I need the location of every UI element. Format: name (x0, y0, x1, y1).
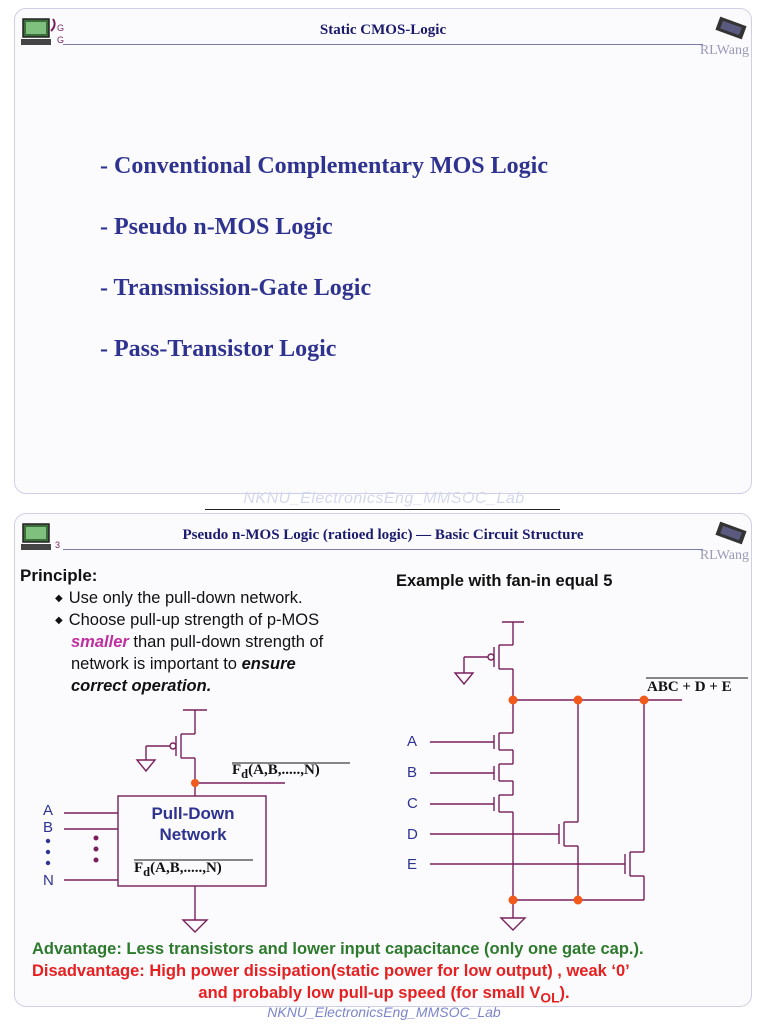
principle-item-2-text: Choose pull-up strength of p-MOS (68, 611, 320, 629)
slide2-footer: NKNU_ElectronicsEng_MMSOC_Lab (267, 1004, 501, 1020)
fd-args: (A,B,.....,N) (150, 860, 222, 876)
fd-args: (A,B,.....,N) (248, 762, 320, 778)
disadvantage-line2-b: ). (559, 984, 570, 1002)
principle-item-2-line3: network is important to ensure (71, 655, 296, 674)
fd-sub: d (143, 865, 151, 879)
slide-title: Pseudo n-MOS Logic (ratioed logic) — Bas… (182, 527, 584, 543)
principle-item-2-line4: correct operation. (71, 677, 212, 695)
example-heading: Example with fan-in equal 5 (396, 572, 613, 590)
chip-logo-icon (711, 520, 751, 555)
fd-sub: d (241, 767, 249, 781)
title-bar: Pseudo n-MOS Logic (ratioed logic) — Bas… (63, 527, 703, 550)
pdn-label: Pull-Down Network (118, 803, 268, 845)
diamond-bullet-icon: ◆ (55, 593, 63, 604)
slide-1: G G Static CMOS-Logic RLWang (14, 8, 752, 494)
pdn-input-a: A (43, 802, 54, 819)
bullet-pseudo-nmos: - Pseudo n-MOS Logic (100, 214, 333, 240)
slide-title: Static CMOS-Logic (319, 22, 447, 38)
computer-logo-icon: G G (21, 17, 73, 56)
disadvantage-line2-a: and probably low pull-up speed (for smal… (198, 984, 541, 1002)
example-input-d: D (407, 826, 418, 843)
pdn-label-line2: Network (159, 825, 227, 844)
slide-2: 3 Pseudo n-MOS Logic (ratioed logic) — B… (14, 513, 752, 1007)
emphasis-ensure: ensure (241, 655, 296, 673)
disadvantage-text: Disadvantage: High power dissipation(sta… (32, 962, 630, 980)
principle-line2-rest: than pull-down strength of (128, 633, 324, 651)
computer-logo-icon: 3 (21, 522, 73, 561)
svg-text:3: 3 (55, 540, 60, 550)
output-fd-label: Fd(A,B,.....,N) (232, 762, 320, 782)
author-watermark: RLWang (699, 43, 749, 58)
svg-text:G: G (57, 35, 64, 45)
bullet-transmission-gate: - Transmission-Gate Logic (100, 275, 372, 301)
principle-item-2: ◆ Choose pull-up strength of p-MOS (55, 611, 319, 630)
slide1-footer: NKNU_ElectronicsEng_MMSOC_Lab (243, 490, 525, 507)
disadvantage-text-line2: and probably low pull-up speed (for smal… (0, 984, 768, 1005)
pdn-input-b: B (43, 819, 54, 836)
example-input-e: E (407, 856, 418, 873)
title-bar: Static CMOS-Logic (63, 22, 703, 45)
emphasis-smaller: smaller (71, 633, 129, 651)
bullet-conventional-cmos: - Conventional Complementary MOS Logic (100, 153, 548, 179)
bullet-pass-transistor: - Pass-Transistor Logic (100, 336, 337, 362)
fd-letter: F (232, 762, 242, 778)
principle-item-2-line2: smaller than pull-down strength of (71, 633, 323, 652)
advantage-text: Advantage: Less transistors and lower in… (32, 940, 644, 958)
example-input-a: A (407, 733, 418, 750)
divider (205, 509, 560, 510)
chip-logo-icon (711, 15, 751, 50)
example-output-label: ABC + D + E (647, 679, 732, 695)
principle-heading: Principle: (20, 566, 98, 585)
pdn-input-n: N (43, 872, 54, 889)
pdn-fd-label: Fd(A,B,.....,N) (134, 860, 222, 880)
example-input-b: B (407, 764, 418, 781)
svg-text:G: G (57, 23, 64, 33)
author-watermark: RLWang (699, 548, 749, 563)
fd-letter: F (134, 860, 144, 876)
vol-subscript: OL (540, 990, 560, 1006)
principle-line3-text: network is important to (71, 655, 242, 673)
diamond-bullet-icon: ◆ (55, 615, 63, 626)
principle-item-1: ◆ Use only the pull-down network. (55, 589, 303, 608)
example-input-c: C (407, 795, 418, 812)
pdn-label-line1: Pull-Down (151, 804, 235, 823)
principle-item-1-text: Use only the pull-down network. (68, 589, 303, 607)
